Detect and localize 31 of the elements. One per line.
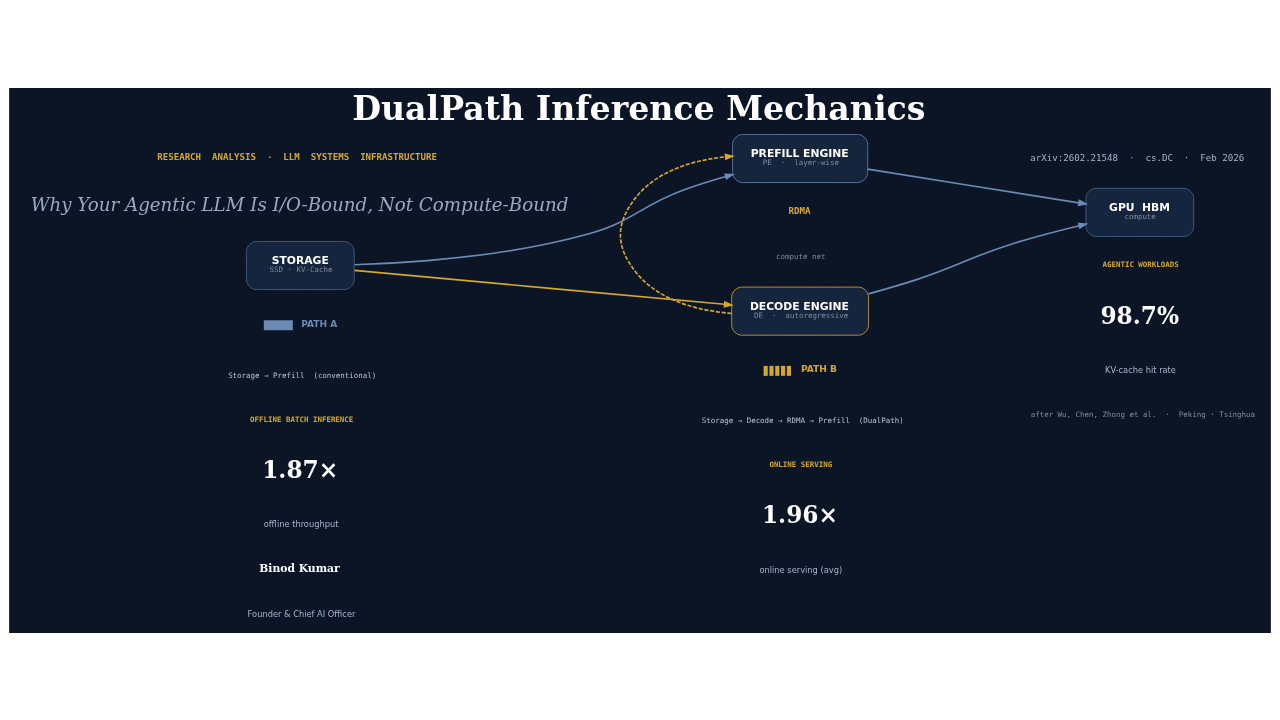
label: AGENTIC WORKLOADS bbox=[1102, 259, 1179, 269]
label: Storage → Decode → RDMA → Prefill (DualPath) bbox=[701, 415, 904, 425]
label: after Wu, Chen, Zhong et al. · Peking · Tsinghua bbox=[1030, 409, 1256, 419]
label: 98.7% bbox=[1100, 301, 1180, 328]
diagram-title: DualPath Inference Mechanics bbox=[352, 88, 926, 128]
label: Storage → Prefill (conventional) bbox=[228, 370, 377, 380]
arrow bbox=[353, 172, 735, 266]
label: OFFLINE BATCH INFERENCE bbox=[250, 414, 354, 424]
arrow bbox=[619, 152, 735, 314]
label: Why Your Agentic LLM Is I/O-Bound, Not Compute-Bound bbox=[30, 193, 569, 215]
legend-label: PATH A bbox=[301, 318, 338, 329]
node-box: GPU HBM compute bbox=[1085, 187, 1195, 237]
node-box: PREFILL ENGINE PE · layer-wise bbox=[732, 133, 869, 183]
label: online serving (avg) bbox=[759, 564, 843, 575]
label: RESEARCH ANALYSIS · LLM SYSTEMS INFRASTRUCTURE bbox=[157, 151, 437, 162]
arrow bbox=[866, 167, 1089, 206]
label: Founder & Chief AI Officer bbox=[247, 608, 356, 619]
arrow bbox=[353, 269, 734, 308]
arrow bbox=[867, 222, 1089, 295]
legend-label: PATH B bbox=[800, 363, 838, 374]
label: Binod Kumar bbox=[259, 561, 340, 575]
label: ONLINE SERVING bbox=[769, 459, 833, 469]
node-box: STORAGE SSD · KV-Cache bbox=[245, 240, 355, 290]
label: KV-cache hit rate bbox=[1104, 364, 1176, 375]
label: RDMA bbox=[788, 205, 811, 216]
label: 1.96× bbox=[761, 500, 838, 528]
label: offline throughput bbox=[263, 518, 339, 529]
node-box: DECODE ENGINE DE · autoregressive bbox=[731, 286, 869, 336]
label: arXiv:2602.21548 · cs.DC · Feb 2026 bbox=[1030, 152, 1245, 163]
label: compute net bbox=[776, 251, 826, 261]
label: 1.87× bbox=[262, 455, 339, 483]
